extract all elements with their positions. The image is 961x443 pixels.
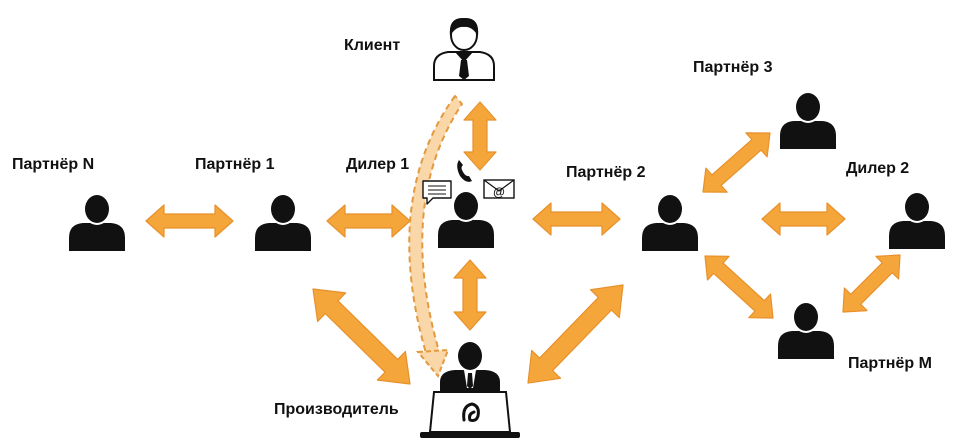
label-client: Клиент [344,37,401,54]
label-dealer-1: Дилер 1 [346,156,410,173]
arrow-client-producer-dashed [408,95,463,361]
arrow-dealer-1-partner-2 [532,202,621,236]
label-partner-n: Партнёр N [12,156,95,173]
label-partner-2: Партнёр 2 [566,164,646,181]
arrow-partner-1-dealer-1 [326,204,411,238]
person-icon-partner-m [778,301,834,359]
email-at-glyph: @ [493,185,505,199]
arrow-partner-m-dealer-2 [842,254,901,313]
label-dealer-2: Дилер 2 [846,160,910,177]
arrow-partner-2-producer [527,284,624,384]
producer-at-laptop-icon [420,340,520,438]
arrow-partner-2-partner-3 [702,132,771,193]
arrow-client-dealer-1 [463,101,497,171]
arrows-layer [145,95,901,385]
businessman-icon [433,17,495,81]
chat-icon [422,180,452,205]
label-partner-3: Партнёр 3 [693,59,773,76]
people-layer [69,17,945,438]
arrow-partner-1-producer [312,288,411,385]
arrow-partner-2-partner-m [704,255,774,319]
person-icon-partner-n [69,193,125,251]
person-icon-partner-3 [780,91,836,149]
laptop-icon [428,391,512,433]
person-icon-partner-1 [255,193,311,251]
person-icon-dealer-2 [889,191,945,249]
person-icon-partner-2 [642,193,698,251]
phone-icon [457,160,472,182]
arrow-partner-2-dealer-2 [761,202,846,236]
email-icon: @ [483,179,515,199]
label-partner-1: Партнёр 1 [195,156,275,173]
arrow-dealer-1-producer [453,259,487,331]
brand-logo-icon [462,402,480,422]
arrow-client-producer-dashed-head [415,348,450,378]
extras-layer: @ [422,160,515,205]
arrow-partner-n-partner-1 [145,204,234,238]
person-icon-dealer-1 [438,190,494,248]
label-producer: Производитель [274,401,399,418]
label-partner-m: Партнёр M [848,355,932,372]
